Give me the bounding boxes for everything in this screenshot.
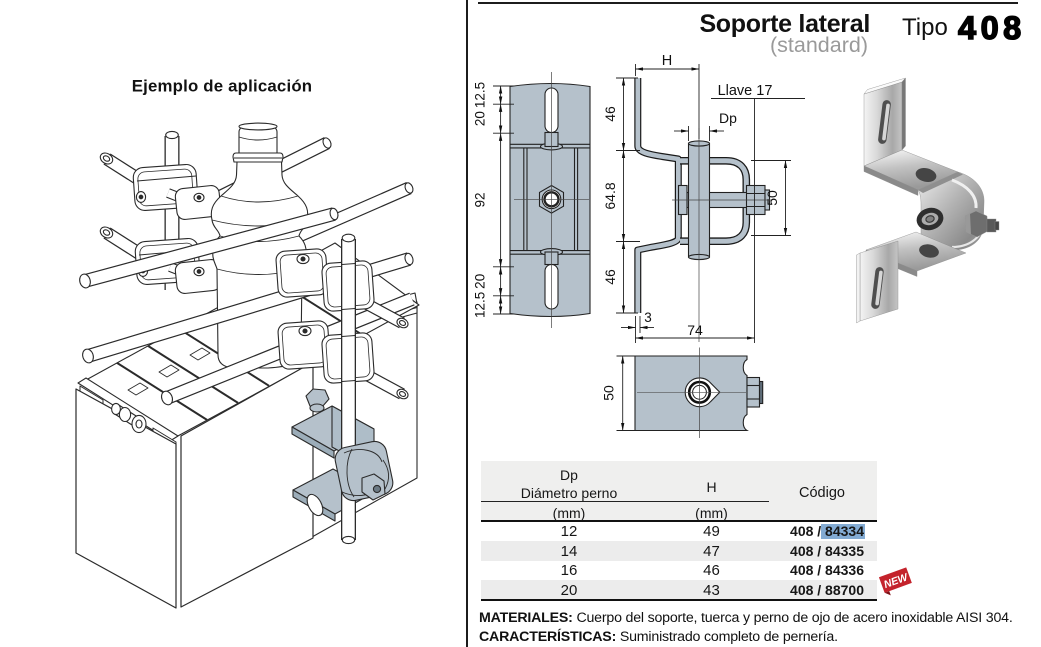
svg-text:46: 46 [602,269,618,285]
svg-text:3: 3 [644,310,652,325]
svg-text:20: 20 [473,274,488,289]
svg-text:64.8: 64.8 [602,182,618,209]
svg-text:92: 92 [473,192,488,207]
svg-text:H: H [662,53,672,69]
svg-text:20: 20 [473,111,488,126]
svg-text:Llave 17: Llave 17 [718,83,773,99]
svg-text:Dp: Dp [719,110,737,126]
svg-text:50: 50 [764,190,780,206]
svg-text:12.5: 12.5 [473,292,488,318]
svg-text:50: 50 [601,385,617,401]
svg-text:Ejemplo de aplicación: Ejemplo de aplicación [132,77,312,96]
svg-text:12.5: 12.5 [473,82,488,108]
svg-text:74: 74 [687,322,703,338]
svg-text:46: 46 [602,106,618,122]
